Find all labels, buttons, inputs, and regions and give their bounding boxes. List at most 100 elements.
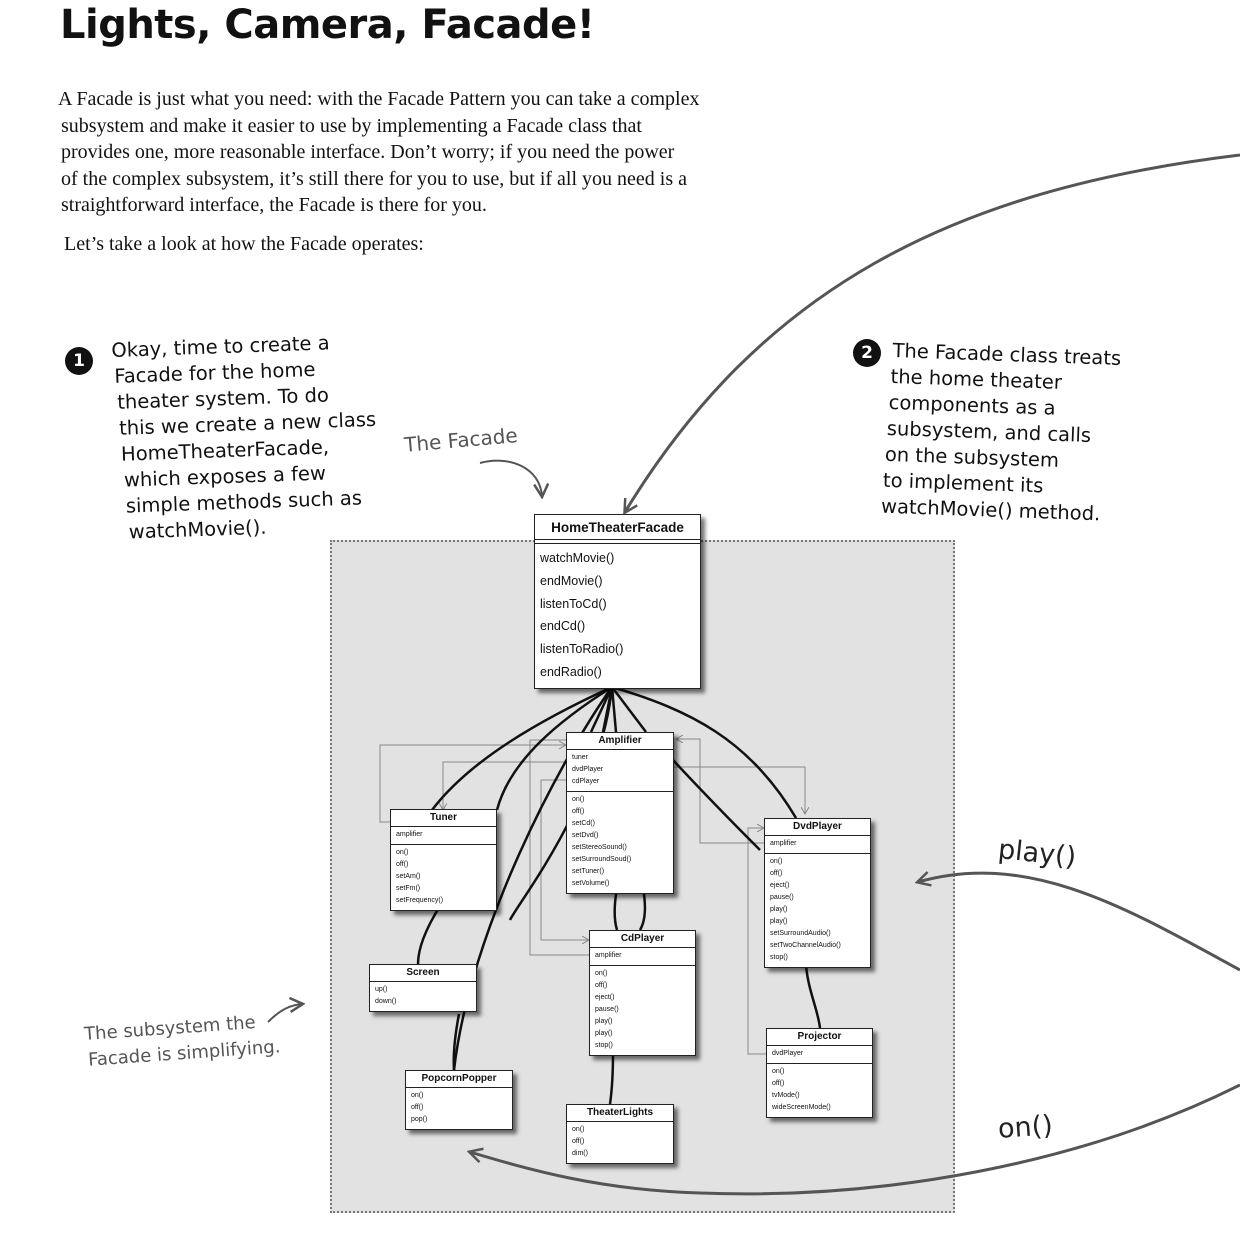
method: stop()	[770, 954, 788, 961]
class-name: Tuner	[391, 810, 496, 827]
amplifier-class: Amplifier tuner dvdPlayer cdPlayer on() …	[566, 732, 674, 894]
class-attributes: amplifier	[391, 827, 496, 845]
intro-line: of the complex subsystem, it’s still the…	[61, 167, 688, 190]
class-attributes: amplifier	[765, 836, 870, 854]
home-theater-facade-class: HomeTheaterFacade watchMovie() endMovie(…	[534, 514, 701, 689]
step-one-note: Okay, time to create a Facade for the ho…	[111, 329, 380, 546]
method: on()	[595, 970, 608, 977]
attribute: cdPlayer	[572, 778, 600, 785]
method: off()	[595, 982, 608, 989]
assoc-projector-dvd	[747, 828, 766, 1055]
method: dim()	[572, 1150, 588, 1157]
class-name: Projector	[767, 1029, 872, 1046]
call-facade-amplifier-a	[589, 686, 614, 733]
arrow-facade-label	[479, 459, 542, 496]
method: setTuner()	[572, 868, 605, 875]
method: off()	[411, 1104, 424, 1111]
dvd-player-class: DvdPlayer amplifier on() off() eject() p…	[764, 818, 871, 968]
tuner-class: Tuner amplifier on() off() setAm() setFm…	[390, 809, 497, 911]
class-attributes: dvdPlayer	[767, 1046, 872, 1064]
class-methods: on() off() eject() pause() play() play()…	[590, 966, 695, 1055]
method: pop()	[411, 1116, 428, 1123]
method: on()	[411, 1092, 424, 1099]
method: listenToRadio()	[540, 642, 624, 657]
call-facade-dvd	[611, 685, 798, 819]
intro-line: subsystem and make it easier to use by i…	[61, 114, 642, 137]
call-screen-popcorn	[452, 1013, 461, 1071]
popcorn-popper-class: PopcornPopper on() off() pop()	[405, 1070, 513, 1130]
class-methods: on() off() eject() pause() play() play()…	[765, 854, 870, 967]
assoc-amplifier-tuner	[443, 761, 566, 810]
class-methods: on() off() setCd() setDvd() setStereoSou…	[567, 792, 673, 893]
method: endCd()	[540, 619, 586, 634]
intro-look-line: Let’s take a look at how the Facade oper…	[64, 232, 424, 255]
method: endRadio()	[540, 664, 602, 679]
method: off()	[396, 861, 409, 868]
class-methods: watchMovie() endMovie() listenToCd() end…	[535, 544, 700, 688]
assoc-amplifier-cd	[540, 779, 589, 940]
method: stop()	[595, 1042, 613, 1049]
call-amplifier-dvd-lower	[672, 759, 761, 851]
assoc-amplifier-dvd	[673, 766, 805, 814]
method: pause()	[770, 894, 794, 901]
method: off()	[772, 1080, 785, 1087]
on-call-label: on()	[996, 1110, 1054, 1145]
call-dvd-projector	[804, 964, 822, 1029]
class-name: Amplifier	[567, 733, 673, 750]
call-facade-projector	[508, 686, 614, 921]
method: setFrequency()	[396, 897, 444, 904]
intro-line: A Facade is just what you need: with the…	[58, 88, 700, 110]
class-methods: up() down()	[370, 982, 476, 1011]
method: wideScreenMode()	[772, 1104, 831, 1111]
method: setTwoChannelAudio()	[770, 942, 841, 949]
method: pause()	[595, 1006, 619, 1013]
intro-text: A Facade is just what you need: with the…	[58, 86, 798, 257]
method: up()	[375, 986, 388, 993]
method: play()	[770, 906, 788, 913]
attribute: dvdPlayer	[772, 1050, 804, 1057]
intro-line: provides one, more reasonable interface.…	[61, 141, 675, 163]
method: setFm()	[396, 885, 421, 892]
method: eject()	[770, 882, 790, 889]
projector-class: Projector dvdPlayer on() off() tvMode() …	[766, 1028, 873, 1118]
theater-lights-class: TheaterLights on() off() dim()	[566, 1104, 674, 1164]
step-two-note: The Facade class treats the home theater…	[881, 338, 1122, 528]
class-attributes: tuner dvdPlayer cdPlayer	[567, 750, 673, 792]
method: on()	[572, 796, 585, 803]
attribute: amplifier	[595, 952, 622, 959]
class-name: HomeTheaterFacade	[535, 515, 700, 540]
class-methods: on() off() dim()	[567, 1122, 673, 1163]
call-amplifier-cd-left	[613, 887, 619, 931]
class-methods: on() off() setAm() setFm() setFrequency(…	[391, 845, 496, 910]
call-facade-amplifier-d	[611, 686, 647, 733]
arrow-on	[470, 1083, 1240, 1196]
class-attributes: amplifier	[590, 948, 695, 966]
method: watchMovie()	[540, 551, 615, 565]
method: eject()	[595, 994, 615, 1001]
call-amplifier-cd-right	[638, 887, 647, 931]
method: setSurroundAudio()	[770, 930, 831, 937]
method: setDvd()	[572, 832, 599, 839]
class-methods: on() off() tvMode() wideScreenMode()	[767, 1064, 872, 1117]
assoc-cd-amplifier	[529, 739, 589, 956]
method: tvMode()	[772, 1092, 800, 1099]
method: down()	[375, 998, 397, 1005]
assoc-dvd-amplifier	[676, 739, 764, 844]
screen-class: Screen up() down()	[369, 964, 477, 1012]
method: setSurroundSoud()	[572, 856, 632, 863]
attribute: dvdPlayer	[572, 766, 604, 773]
step-two-badge: 2	[853, 339, 881, 367]
method: endMovie()	[540, 573, 603, 588]
method: off()	[770, 870, 783, 877]
method: setStereoSound()	[572, 844, 627, 851]
arrow-to-facade	[625, 153, 1240, 512]
method: play()	[770, 918, 788, 925]
attribute: amplifier	[396, 831, 423, 838]
method: on()	[770, 858, 783, 865]
method: on()	[396, 849, 409, 856]
attribute: tuner	[572, 754, 588, 761]
class-name: TheaterLights	[567, 1105, 673, 1122]
cd-player-class: CdPlayer amplifier on() off() eject() pa…	[589, 930, 696, 1056]
call-facade-screen	[495, 685, 613, 811]
